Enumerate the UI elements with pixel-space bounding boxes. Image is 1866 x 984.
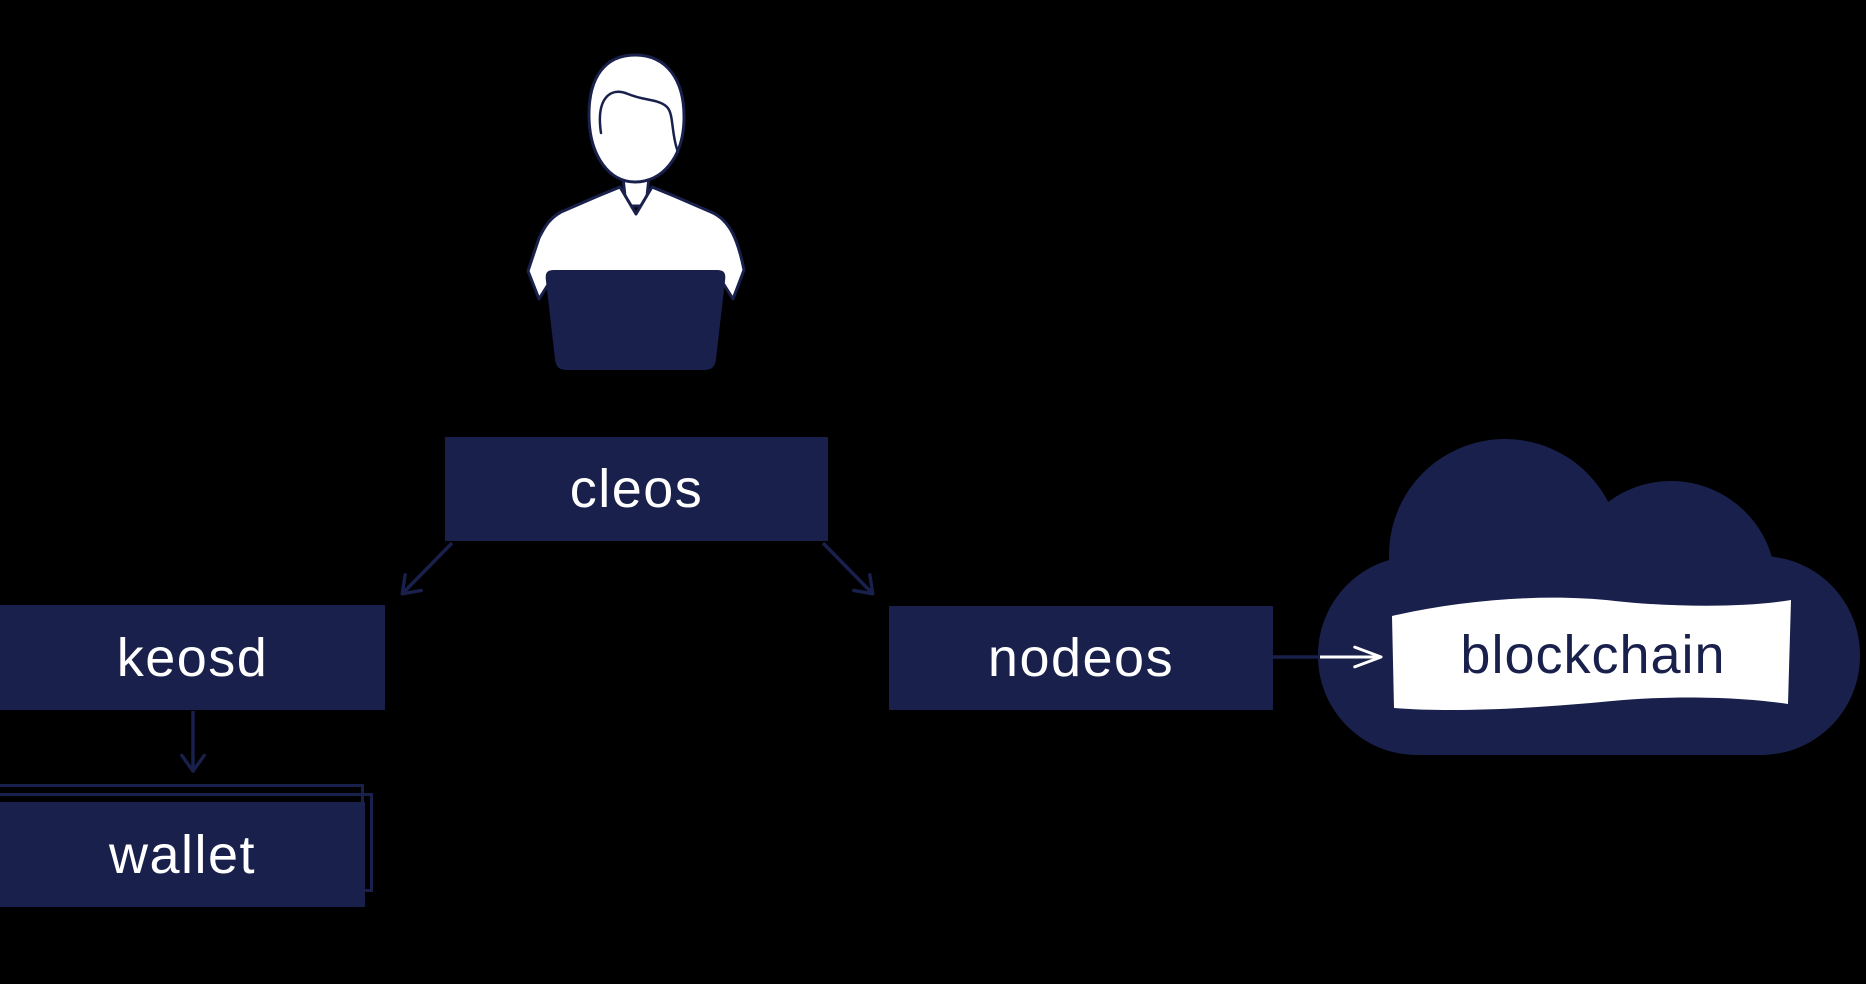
wallet-label: wallet [108,824,257,885]
blockchain-label: blockchain [1460,625,1726,685]
node-blockchain: blockchain [1396,602,1790,708]
arrow-cleos-to-nodeos [821,541,875,596]
laptop [545,270,726,370]
node-cleos: cleos [445,437,828,541]
node-keosd: keosd [0,605,385,710]
node-wallet: wallet [0,802,365,907]
arrow-cleos-to-keosd [400,541,454,596]
hairline [598,90,680,154]
head [587,53,686,184]
nodeos-label: nodeos [987,628,1175,688]
keosd-label: keosd [116,627,269,688]
cleos-label: cleos [569,459,704,519]
neck [620,166,652,208]
torso [526,185,746,301]
node-nodeos: nodeos [889,606,1273,710]
user-at-laptop-icon [526,53,746,370]
